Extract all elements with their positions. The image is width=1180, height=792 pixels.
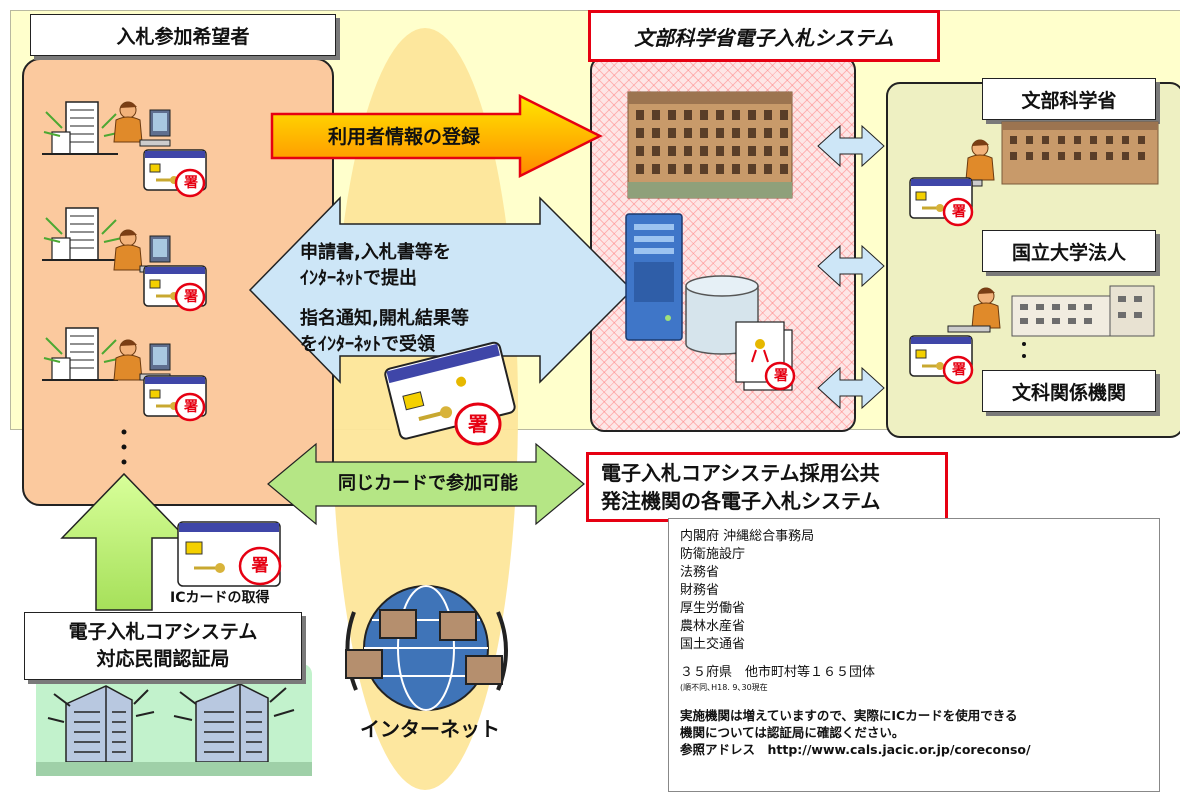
agency-item: 防衛施設庁 (680, 547, 746, 562)
agency-item: 財務省 (680, 583, 720, 598)
ca-buildings-icon (36, 683, 312, 776)
agency-item: 国土交通省 (680, 637, 746, 652)
laptop-icon (947, 325, 991, 333)
more-dots-icon (121, 429, 127, 465)
seal-char: 署 (184, 175, 198, 191)
agency-list: 内閣府 沖縄総合事務局 防衛施設庁 法務省 財務省 厚生労働省 農林水産省 国土… (680, 528, 1150, 758)
link-arrow-mext (817, 124, 885, 168)
more-dots-icon (1022, 342, 1026, 358)
same-card-label: 同じカードで参加可能 (338, 473, 518, 494)
agency-item: 農林水産省 (680, 619, 746, 634)
certificate-authority-title: 電子入札コアシステム 対応民間認証局 (24, 612, 302, 680)
system-title: 文部科学省電子入札システム (588, 10, 940, 62)
server-icon (625, 213, 683, 341)
org-label-national-universities: 国立大学法人 (982, 230, 1156, 272)
core-systems-title: 電子入札コアシステム採用公共 発注機関の各電子入札システム (586, 452, 948, 522)
org-label-related-institutions: 文科関係機関 (982, 370, 1156, 412)
seal-char: 署 (774, 368, 788, 384)
seal-icon (238, 546, 282, 586)
registration-arrow (270, 93, 603, 179)
ic-card-acquire-label: ICカードの取得 (170, 590, 270, 606)
notice-line2: 機関については認証局に確認ください。 (680, 725, 905, 740)
staff-person-icon (965, 139, 995, 181)
certificate-authority-title-line1: 電子入札コアシステム (68, 621, 258, 643)
core-systems-title-line1: 電子入札コアシステム採用公共 (601, 461, 880, 485)
registration-arrow-label: 利用者情報の登録 (327, 126, 480, 148)
municipalities-count: ３５府県 他市町村等１６５団体 (680, 665, 876, 680)
seal-char: 署 (468, 412, 488, 436)
person-icon (113, 229, 143, 271)
receive-label: 指名通知,開札結果等 をｲﾝﾀｰﾈｯﾄで受領 (300, 306, 560, 358)
internet-globe-icon (345, 585, 508, 711)
internet-label: インターネット (360, 717, 500, 741)
ic-card-issue-arrow (60, 472, 188, 611)
ministry-building-icon (627, 91, 793, 199)
same-card-arrow (267, 442, 585, 526)
applicants-title: 入札参加希望者 (30, 14, 336, 56)
link-arrow-related (817, 366, 885, 410)
agency-item: 内閣府 沖縄総合事務局 (680, 529, 815, 544)
office-building-icon (41, 327, 123, 381)
notice-line1: 実施機関は増えていますので、実際にICカードを使用できる (680, 708, 1018, 723)
office-building-icon (41, 101, 123, 155)
core-systems-title-line2: 発注機関の各電子入札システム (601, 489, 881, 513)
office-building-icon (41, 207, 123, 261)
computer-icon (139, 343, 171, 381)
agency-item: 厚生労働省 (680, 601, 746, 616)
mext-building-icon (1001, 121, 1159, 185)
person-icon (113, 339, 143, 381)
agency-list-panel (668, 518, 1160, 792)
link-arrow-universities (817, 244, 885, 288)
submit-label: 申請書,入札書等を ｲﾝﾀｰﾈｯﾄで提出 (300, 240, 540, 292)
seal-char: 署 (952, 362, 966, 378)
submit-label-line2: ｲﾝﾀｰﾈｯﾄで提出 (300, 268, 417, 289)
seal-icon (454, 402, 502, 446)
staff-person-icon (971, 287, 1001, 329)
university-building-icon (1011, 285, 1155, 337)
seal-char: 署 (184, 289, 198, 305)
submit-label-line1: 申請書,入札書等を (300, 242, 451, 263)
agency-item: 法務省 (680, 565, 720, 580)
org-label-mext: 文部科学省 (982, 78, 1156, 120)
seal-char: 署 (251, 556, 269, 576)
certificate-authority-title-line2: 対応民間認証局 (96, 648, 230, 670)
receive-label-line2: をｲﾝﾀｰﾈｯﾄで受領 (300, 334, 435, 355)
computer-icon (139, 109, 171, 147)
as-of-date: (順不同､H18. 9､30現在 (680, 683, 768, 692)
reference-url[interactable]: 参照アドレス http://www.cals.jacic.or.jp/corec… (680, 742, 1031, 757)
seal-char: 署 (952, 204, 966, 220)
seal-char: 署 (184, 399, 198, 415)
person-icon (113, 101, 143, 143)
receive-label-line1: 指名通知,開札結果等 (300, 308, 469, 329)
